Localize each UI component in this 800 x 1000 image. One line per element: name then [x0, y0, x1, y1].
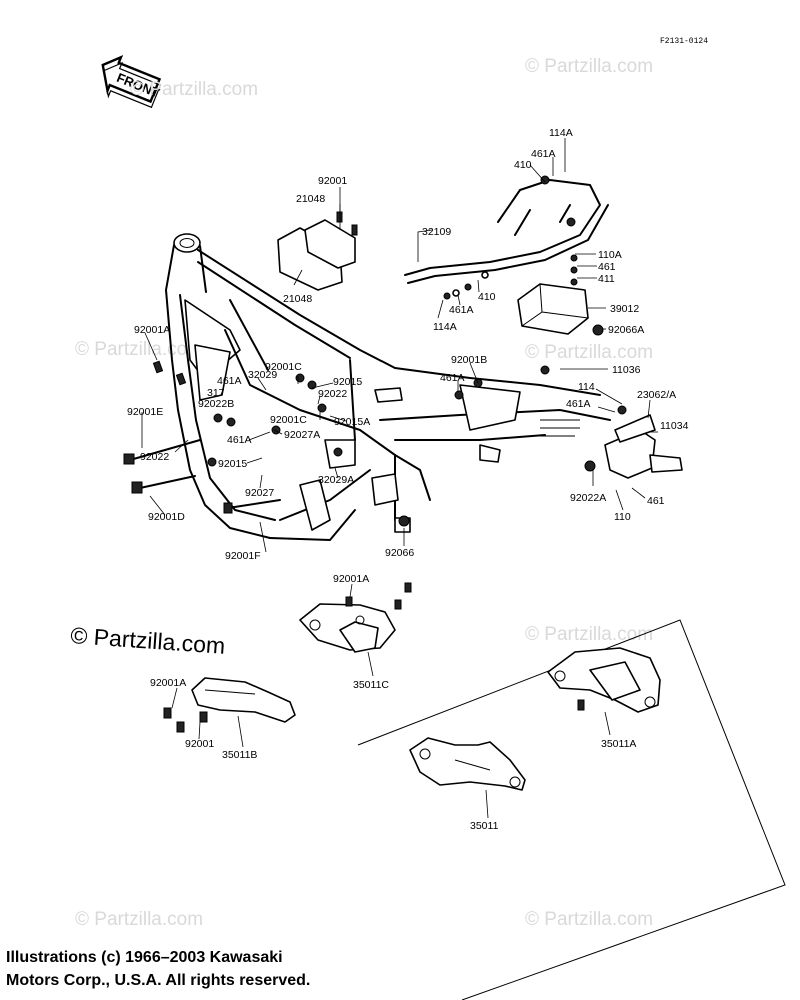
- part-label: 461A: [566, 398, 591, 410]
- part-label: 11034: [660, 420, 689, 432]
- part-label: 92001C: [270, 414, 307, 426]
- fasteners: [123, 175, 627, 527]
- part-label: 23062/A: [637, 389, 676, 401]
- part-label: 92015: [218, 458, 247, 470]
- part-label: 92022A: [570, 492, 606, 504]
- part-label: 92027A: [284, 429, 320, 441]
- mount-plate-21048: [277, 211, 358, 291]
- part-label: 410: [514, 159, 532, 171]
- part-label: 92001D: [148, 511, 185, 523]
- part-label: 92022: [140, 451, 169, 463]
- part-label: 92001A: [333, 573, 369, 585]
- part-label: 92015: [333, 376, 362, 388]
- part-label: 461: [598, 261, 616, 273]
- part-label: 92001E: [127, 406, 163, 418]
- part-label: 114: [578, 381, 595, 393]
- part-label: 92001B: [451, 354, 487, 366]
- part-label: 21048: [283, 293, 312, 305]
- part-label: 11036: [612, 364, 641, 376]
- part-label: 114A: [549, 127, 573, 139]
- diagram-code: F2131-0124: [660, 37, 708, 46]
- watermark: © Partzilla.com: [525, 624, 653, 645]
- holder-35011B: [163, 677, 296, 733]
- optional-parts-box: [357, 619, 786, 1000]
- copyright-line: Illustrations (c) 1966–2003 Kawasaki: [6, 949, 283, 966]
- bracket-11034: [584, 414, 683, 479]
- watermark-main: © Partzilla.com: [70, 622, 226, 659]
- part-label: 92022B: [198, 398, 234, 410]
- part-label: 461A: [449, 304, 474, 316]
- part-label: 461A: [227, 434, 252, 446]
- part-label: 92027: [245, 487, 274, 499]
- part-label: 461A: [531, 148, 556, 160]
- leader-lines: [141, 138, 658, 819]
- part-label: 92066: [385, 547, 414, 559]
- part-label: 461A: [440, 372, 465, 384]
- part-label: 461A: [217, 375, 242, 387]
- part-label: 92001C: [265, 361, 302, 373]
- part-label: 92001A: [150, 677, 186, 689]
- frame-drawing: [165, 233, 611, 541]
- part-label: 317: [207, 387, 225, 399]
- part-label: 32029A: [318, 474, 354, 486]
- part-label: 32029: [248, 369, 277, 381]
- copyright-notice: Illustrations (c) 1966–2003 Kawasaki Mot…: [6, 946, 426, 992]
- part-label: 35011B: [222, 749, 257, 761]
- part-label: 110: [614, 511, 631, 523]
- part-label: 39012: [610, 303, 639, 315]
- part-label: 35011A: [601, 738, 636, 750]
- part-label: 92001A: [134, 324, 170, 336]
- watermark: © Partzilla.com: [525, 909, 653, 930]
- holder-35011C: [299, 582, 412, 653]
- rear-guard-bar: [404, 179, 609, 297]
- part-label: 92001F: [225, 550, 261, 562]
- part-label: 110A: [598, 249, 622, 261]
- watermark: © Partzilla.com: [525, 56, 653, 77]
- case-39012: [517, 283, 604, 336]
- part-label: 21048: [296, 193, 325, 205]
- part-label: 411: [598, 273, 615, 285]
- part-label: 92022: [318, 388, 347, 400]
- watermark: © Partzilla.com: [75, 339, 203, 360]
- part-label: 461: [647, 495, 665, 507]
- copyright-line: Motors Corp., U.S.A. All rights reserved…: [6, 972, 311, 989]
- part-label: 92015A: [334, 416, 370, 428]
- watermark: © Partzilla.com: [525, 342, 653, 363]
- part-label: 92001: [318, 175, 347, 187]
- part-label: 410: [478, 291, 496, 303]
- part-label: 92066A: [608, 324, 644, 336]
- part-label: 35011: [470, 820, 499, 832]
- watermark: © Partzilla.com: [130, 79, 258, 100]
- watermark: © Partzilla.com: [75, 909, 203, 930]
- part-label: 114A: [433, 321, 457, 333]
- part-label: 35011C: [353, 679, 389, 691]
- part-label: 32109: [422, 226, 451, 238]
- watermarks: © Partzilla.com © Partzilla.com © Partzi…: [70, 56, 653, 930]
- part-label: 92001: [185, 738, 214, 750]
- part-labels: 114A 461A 410 32109 92001 21048 21048 11…: [127, 127, 689, 832]
